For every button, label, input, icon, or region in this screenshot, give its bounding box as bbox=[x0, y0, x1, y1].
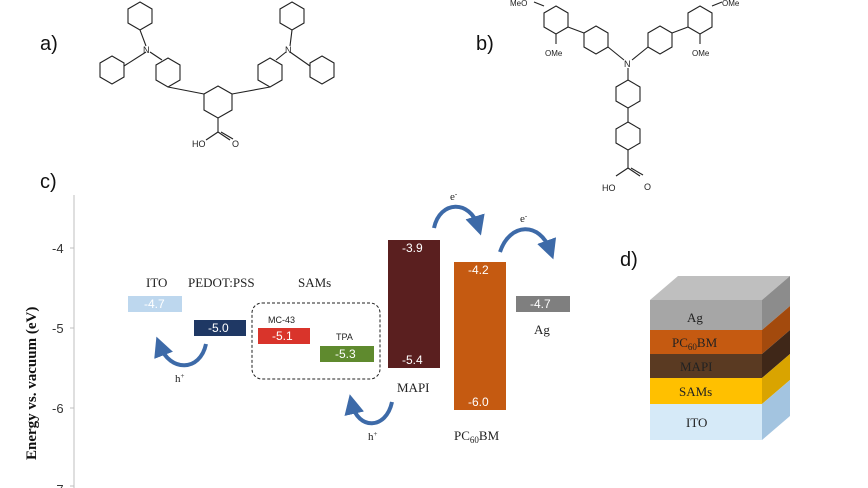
stack-side-pcbm bbox=[762, 306, 790, 354]
device-stack: Ag PC60BM MAPI SAMs ITO bbox=[650, 276, 790, 440]
pedot-label: PEDOT:PSS bbox=[188, 275, 255, 290]
panel-label-b: b) bbox=[476, 33, 494, 55]
molecule-a-nitrogen-right: N bbox=[285, 45, 292, 55]
hole-arrow-pedot bbox=[154, 336, 208, 368]
molecule-b-methoxy-top-right: OMe bbox=[722, 0, 740, 8]
hole-label-2: h+ bbox=[368, 430, 378, 443]
ag-label: Ag bbox=[534, 322, 550, 337]
y-ticks bbox=[70, 247, 74, 487]
molecule-a-hydroxyl: HO bbox=[192, 139, 206, 149]
ag-level-bar bbox=[516, 296, 570, 312]
ag-level-value: -4.7 bbox=[530, 297, 551, 311]
sams-label: SAMs bbox=[298, 275, 331, 290]
hole-label-1: h+ bbox=[175, 372, 185, 385]
electron-label-2: e- bbox=[520, 212, 528, 225]
stack-label-ag: Ag bbox=[687, 310, 703, 325]
molecule-b-nitrogen: N bbox=[624, 59, 631, 69]
molecule-a-structure bbox=[99, 1, 335, 141]
pcbm-top-value: -4.2 bbox=[468, 263, 489, 277]
stack-label-sams: SAMs bbox=[679, 384, 712, 399]
stack-side-mapi bbox=[762, 330, 790, 378]
ito-level-value: -4.7 bbox=[144, 297, 165, 311]
stack-layer-sams bbox=[650, 378, 762, 404]
molecule-b-hydroxyl: HO bbox=[602, 183, 616, 193]
sams-group-box bbox=[251, 302, 381, 380]
pcbm-label: PC60BM bbox=[454, 428, 500, 445]
mc43-level-bar bbox=[258, 328, 310, 344]
panel-label-d: d) bbox=[620, 249, 638, 271]
pcbm-band bbox=[454, 262, 506, 410]
hole-arrow-mapi bbox=[344, 394, 394, 426]
stack-layer-pcbm bbox=[650, 330, 762, 354]
molecule-a-carbonyl: O bbox=[232, 139, 239, 149]
pcbm-bottom-value: -6.0 bbox=[468, 395, 489, 409]
panel-label-a: a) bbox=[40, 33, 58, 55]
panel-label-c: c) bbox=[40, 171, 57, 193]
ito-level-bar bbox=[128, 296, 182, 312]
ito-label: ITO bbox=[146, 275, 167, 290]
stack-label-ito: ITO bbox=[686, 415, 707, 430]
mapi-band bbox=[388, 240, 440, 368]
stack-top-face bbox=[650, 276, 790, 300]
stack-layer-ag bbox=[650, 300, 762, 330]
mapi-bottom-value: -5.4 bbox=[402, 353, 423, 367]
molecule-a-nitrogen-left: N bbox=[143, 45, 150, 55]
y-tick-label: -6 bbox=[52, 401, 64, 416]
pedot-level-bar bbox=[194, 320, 246, 336]
y-tick-label: -5 bbox=[52, 321, 64, 336]
y-axis-label: Energy vs. vacuum (eV) bbox=[24, 307, 40, 460]
molecule-b-carbonyl: O bbox=[644, 182, 651, 192]
tpa-label: TPA bbox=[336, 332, 353, 342]
mapi-label: MAPI bbox=[397, 380, 430, 395]
energy-diagram: -4 -5 -6 -7 Energy vs. vacuum (eV) ITO P… bbox=[24, 190, 570, 488]
tpa-level-value: -5.3 bbox=[335, 347, 356, 361]
tpa-level-bar bbox=[320, 346, 374, 362]
molecule-b-methoxy-left: OMe bbox=[545, 49, 563, 58]
stack-layer-mapi bbox=[650, 354, 762, 378]
y-tick-label: -7 bbox=[52, 482, 64, 488]
molecule-b-methoxy-right: OMe bbox=[692, 49, 710, 58]
electron-arrow-mapi-pcbm bbox=[432, 204, 485, 236]
stack-layer-ito bbox=[650, 404, 762, 440]
molecule-b-methoxy-top-left: MeO bbox=[510, 0, 527, 8]
stack-side-ito bbox=[762, 380, 790, 440]
stack-side-ag bbox=[762, 276, 790, 330]
pedot-level-value: -5.0 bbox=[208, 321, 229, 335]
stack-side-sams bbox=[762, 354, 790, 404]
electron-arrow-pcbm-ag bbox=[498, 227, 557, 260]
mc43-level-value: -5.1 bbox=[272, 329, 293, 343]
mc43-label: MC-43 bbox=[268, 315, 295, 325]
stack-label-mapi: MAPI bbox=[680, 359, 713, 374]
molecule-b-structure bbox=[533, 1, 723, 177]
y-tick-label: -4 bbox=[52, 241, 64, 256]
mapi-top-value: -3.9 bbox=[402, 241, 423, 255]
stack-label-pcbm: PC60BM bbox=[672, 335, 718, 352]
electron-label-1: e- bbox=[450, 190, 458, 203]
